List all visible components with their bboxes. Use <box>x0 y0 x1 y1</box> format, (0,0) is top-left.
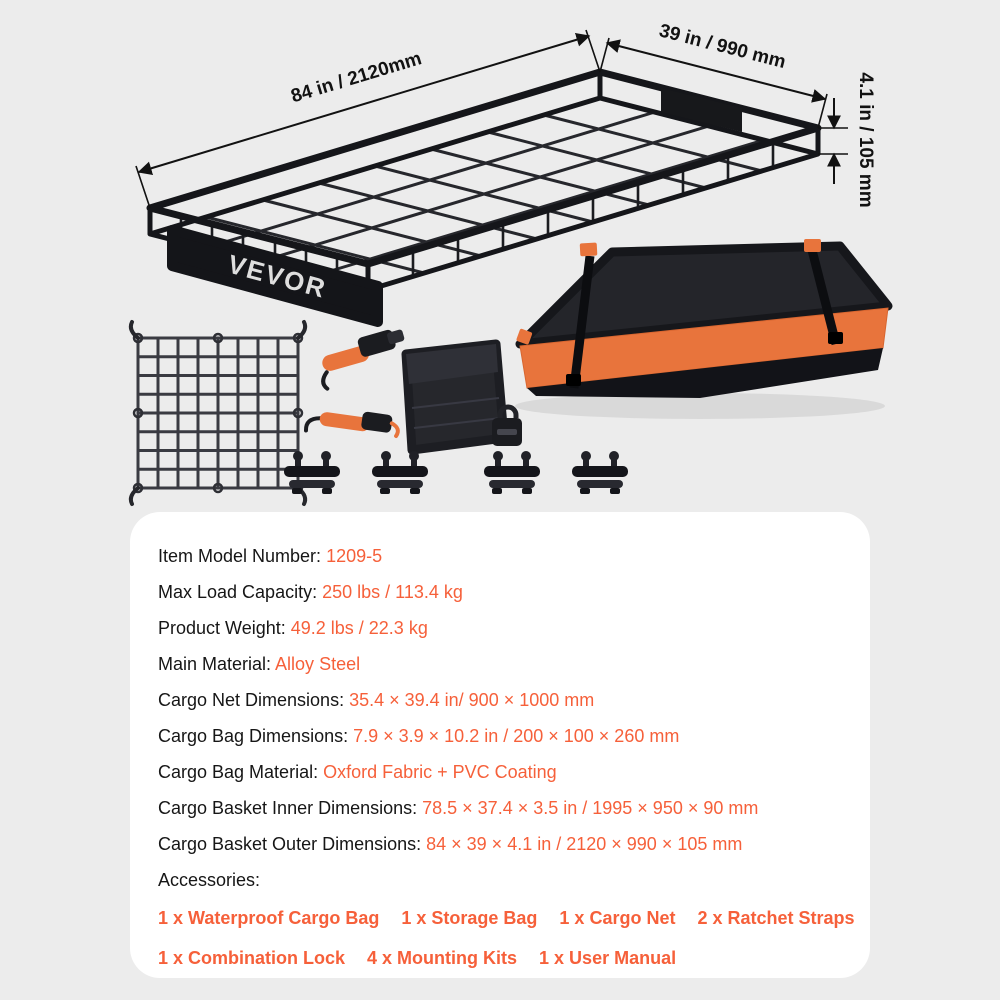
spec-value: Oxford Fabric + PVC Coating <box>323 762 557 782</box>
accessory-item: 4 x Mounting Kits <box>367 948 518 968</box>
spec-row-basket-inner-dimensions: Cargo Basket Inner Dimensions: 78.5 × 37… <box>158 790 842 826</box>
cargo-bag-image <box>515 239 893 419</box>
ratchet-straps-image <box>303 329 405 439</box>
spec-label: Max Load Capacity: <box>158 582 323 602</box>
spec-value: 84 × 39 × 4.1 in / 2120 × 990 × 105 mm <box>426 834 743 854</box>
accessory-item: 1 x Cargo Net <box>559 908 676 928</box>
accessory-item: 1 x User Manual <box>539 948 677 968</box>
spec-row-cargo-bag-dimensions: Cargo Bag Dimensions: 7.9 × 3.9 × 10.2 i… <box>158 718 842 754</box>
accessories-line-1: 1 x Waterproof Cargo Bag 1 x Storage Bag… <box>158 898 855 938</box>
cargo-net-image <box>128 320 308 506</box>
accessory-item: 2 x Ratchet Straps <box>697 908 855 928</box>
spec-row-max-load: Max Load Capacity: 250 lbs / 113.4 kg <box>158 574 842 610</box>
spec-label: Cargo Bag Material: <box>158 762 324 782</box>
product-gallery: VEVOR 84 in / 2120mm 39 in / 990 mm 4.1 … <box>128 20 893 506</box>
dimension-length-label: 84 in / 2120mm <box>289 48 425 107</box>
dimension-width-label: 39 in / 990 mm <box>657 20 788 73</box>
spec-card: Item Model Number: 1209-5 Max Load Capac… <box>130 512 870 978</box>
accessory-item: 1 x Waterproof Cargo Bag <box>158 908 380 928</box>
spec-value: 7.9 × 3.9 × 10.2 in / 200 × 100 × 260 mm <box>353 726 680 746</box>
accessories-line-2: 1 x Combination Lock 4 x Mounting Kits 1… <box>158 938 842 978</box>
combination-lock-image <box>492 404 522 446</box>
spec-row-model-number: Item Model Number: 1209-5 <box>158 538 842 574</box>
dimension-height-label: 4.1 in / 105 mm <box>855 72 876 207</box>
dimension-height: 4.1 in / 105 mm <box>818 72 876 208</box>
basket-fairing <box>167 225 383 327</box>
spec-value: 35.4 × 39.4 in/ 900 × 1000 mm <box>349 690 595 710</box>
spec-row-product-weight: Product Weight: 49.2 lbs / 22.3 kg <box>158 610 842 646</box>
storage-bag-image <box>401 339 509 455</box>
spec-value: Alloy Steel <box>275 654 361 674</box>
mounting-kits-image <box>284 451 628 494</box>
spec-label: Main Material: <box>158 654 276 674</box>
spec-value: 49.2 lbs / 22.3 kg <box>290 618 428 638</box>
spec-value: 1209-5 <box>326 546 383 566</box>
spec-label: Product Weight: <box>158 618 291 638</box>
spec-label: Item Model Number: <box>158 546 327 566</box>
spec-label: Cargo Bag Dimensions: <box>158 726 354 746</box>
accessory-item: 1 x Storage Bag <box>401 908 538 928</box>
spec-value: 250 lbs / 113.4 kg <box>322 582 463 602</box>
accessory-item: 1 x Combination Lock <box>158 948 346 968</box>
spec-row-cargo-net-dimensions: Cargo Net Dimensions: 35.4 × 39.4 in/ 90… <box>158 682 842 718</box>
spec-value: 78.5 × 37.4 × 3.5 in / 1995 × 950 × 90 m… <box>422 798 759 818</box>
spec-row-cargo-bag-material: Cargo Bag Material: Oxford Fabric + PVC … <box>158 754 842 790</box>
spec-row-main-material: Main Material: Alloy Steel <box>158 646 842 682</box>
accessories-heading: Accessories: <box>158 870 261 890</box>
spec-row-basket-outer-dimensions: Cargo Basket Outer Dimensions: 84 × 39 ×… <box>158 826 842 862</box>
spec-label: Cargo Net Dimensions: <box>158 690 350 710</box>
spec-label: Cargo Basket Outer Dimensions: <box>158 834 427 854</box>
spec-label: Cargo Basket Inner Dimensions: <box>158 798 423 818</box>
